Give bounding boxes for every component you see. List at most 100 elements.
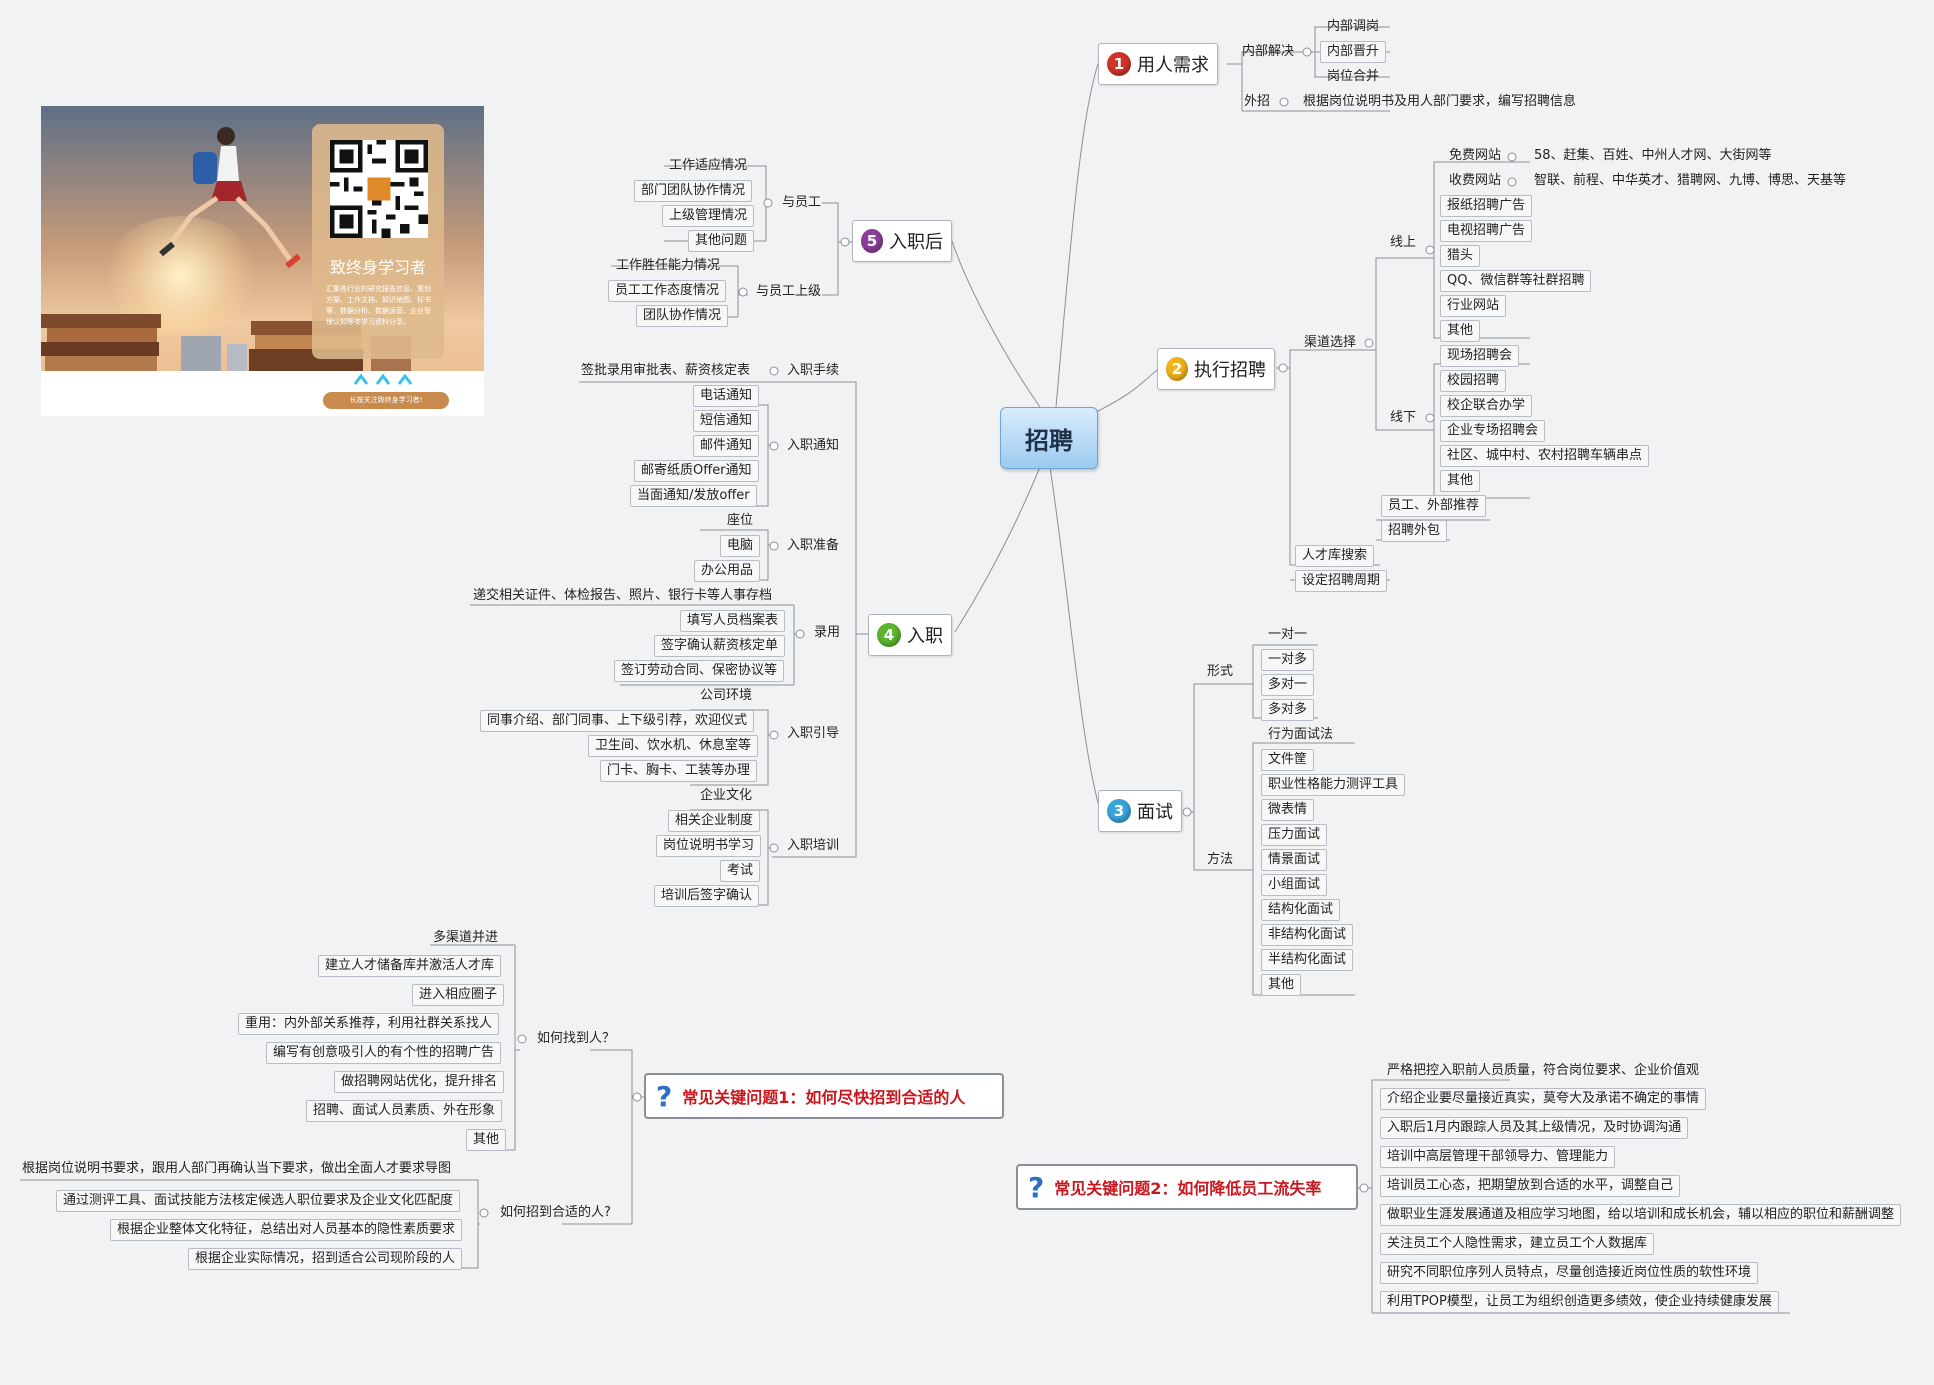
training-item[interactable]: 培训后签字确认 [654, 885, 760, 907]
find-item[interactable]: 多渠道并进 [433, 930, 499, 945]
method-item[interactable]: 半结构化面试 [1261, 949, 1354, 971]
training-item[interactable]: 岗位说明书学习 [656, 835, 762, 857]
offline-item[interactable]: 现场招聘会 [1440, 345, 1520, 367]
after-staff[interactable]: 与员工 [782, 195, 822, 210]
online-item[interactable]: 报纸招聘广告 [1440, 195, 1533, 217]
notice-item[interactable]: 短信通知 [693, 410, 760, 432]
branch-execute[interactable]: 2 执行招聘 [1157, 348, 1275, 390]
method-item[interactable]: 其他 [1261, 974, 1302, 996]
staff-item[interactable]: 部门团队协作情况 [634, 180, 753, 202]
online-item[interactable]: QQ、微信群等社群招聘 [1440, 270, 1592, 292]
method-item[interactable]: 情景面试 [1261, 849, 1328, 871]
interview-method[interactable]: 方法 [1207, 852, 1234, 867]
q2-item[interactable]: 关注员工个人隐性需求，建立员工个人数据库 [1380, 1233, 1655, 1255]
exec-referral[interactable]: 员工、外部推荐 [1381, 495, 1487, 517]
method-item[interactable]: 结构化面试 [1261, 899, 1341, 921]
question-1[interactable]: ? 常见关键问题1：如何尽快招到合适的人 [644, 1073, 1004, 1119]
q2-item[interactable]: 利用TPOP模型，让员工为组织创造更多绩效，使企业持续健康发展 [1380, 1291, 1779, 1313]
fit-item[interactable]: 根据企业实际情况，招到适合公司现阶段的人 [188, 1248, 463, 1270]
find-item[interactable]: 进入相应圈子 [412, 984, 505, 1006]
hire-item[interactable]: 填写人员档案表 [680, 610, 786, 632]
qr-code[interactable] [330, 140, 428, 238]
need-item[interactable]: 岗位合并 [1327, 69, 1380, 84]
fit-item[interactable]: 根据岗位说明书要求，跟用人部门再确认当下要求，做出全面人才要求导图 [22, 1161, 452, 1176]
hire-item[interactable]: 签订劳动合同、保密协议等 [614, 660, 785, 682]
boss-item[interactable]: 员工工作态度情况 [608, 280, 727, 302]
find-item[interactable]: 其他 [466, 1129, 507, 1151]
notice-item[interactable]: 电话通知 [693, 385, 760, 407]
prepare-item[interactable]: 电脑 [720, 535, 761, 557]
guide-item[interactable]: 卫生间、饮水机、休息室等 [588, 735, 759, 757]
branch-after[interactable]: 5 入职后 [852, 220, 952, 262]
need-internal[interactable]: 内部解决 [1242, 44, 1295, 59]
find-item[interactable]: 做招聘网站优化，提升排名 [334, 1071, 505, 1093]
method-item[interactable]: 微表情 [1261, 799, 1315, 821]
method-item[interactable]: 压力面试 [1261, 824, 1328, 846]
method-item[interactable]: 行为面试法 [1268, 727, 1334, 742]
after-boss[interactable]: 与员工上级 [756, 284, 822, 299]
branch-onboard[interactable]: 4 入职 [868, 614, 952, 656]
q2-item[interactable]: 做职业生涯发展通道及相应学习地图，给以培训和成长机会，辅以相应的职位和薪酬调整 [1380, 1204, 1902, 1226]
q1-find[interactable]: 如何找到人？ [537, 1031, 616, 1046]
staff-item[interactable]: 上级管理情况 [662, 205, 755, 227]
online-item[interactable]: 收费网站 [1449, 173, 1502, 188]
exec-offline[interactable]: 线下 [1390, 410, 1417, 425]
notice-item[interactable]: 当面通知/发放offer [630, 485, 757, 507]
offline-item[interactable]: 校企联合办学 [1440, 395, 1533, 417]
form-item[interactable]: 多对一 [1261, 674, 1315, 696]
q2-item[interactable]: 培训中高层管理干部领导力、管理能力 [1380, 1146, 1616, 1168]
method-item[interactable]: 职业性格能力测评工具 [1261, 774, 1406, 796]
central-topic[interactable]: 招聘 [1000, 407, 1098, 469]
offline-item[interactable]: 企业专场招聘会 [1440, 420, 1546, 442]
hire-item[interactable]: 递交相关证件、体检报告、照片、银行卡等人事存档 [473, 588, 773, 603]
exec-talent-search[interactable]: 人才库搜索 [1295, 545, 1375, 567]
q1-fit[interactable]: 如何招到合适的人? [500, 1205, 611, 1220]
form-item[interactable]: 一对一 [1268, 627, 1308, 642]
fit-item[interactable]: 根据企业整体文化特征，总结出对人员基本的隐性素质要求 [110, 1219, 463, 1241]
boss-item[interactable]: 工作胜任能力情况 [616, 258, 721, 273]
find-item[interactable]: 编写有创意吸引人的有个性的招聘广告 [266, 1042, 502, 1064]
offline-item[interactable]: 社区、城中村、农村招聘车辆串点 [1440, 445, 1650, 467]
form-item[interactable]: 一对多 [1261, 649, 1315, 671]
exec-cycle[interactable]: 设定招聘周期 [1295, 570, 1388, 592]
procedures-item[interactable]: 签批录用审批表、薪资核定表 [581, 363, 751, 378]
exec-online[interactable]: 线上 [1390, 235, 1417, 250]
need-external-item[interactable]: 根据岗位说明书及用人部门要求，编写招聘信息 [1303, 94, 1577, 109]
onboard-notice[interactable]: 入职通知 [787, 438, 840, 453]
staff-item[interactable]: 工作适应情况 [669, 158, 748, 173]
exec-outsourcing[interactable]: 招聘外包 [1381, 520, 1448, 542]
notice-item[interactable]: 邮件通知 [693, 435, 760, 457]
need-item[interactable]: 内部晋升 [1320, 41, 1387, 63]
online-item[interactable]: 免费网站 [1449, 148, 1502, 163]
online-item[interactable]: 其他 [1440, 320, 1481, 342]
branch-need[interactable]: 1 用人需求 [1098, 43, 1218, 85]
find-item[interactable]: 重用：内外部关系推荐，利用社群关系找人 [238, 1013, 500, 1035]
notice-item[interactable]: 邮寄纸质Offer通知 [634, 460, 759, 482]
onboard-prepare[interactable]: 入职准备 [787, 538, 840, 553]
guide-item[interactable]: 公司环境 [700, 688, 753, 703]
prepare-item[interactable]: 办公用品 [694, 560, 761, 582]
need-item[interactable]: 内部调岗 [1327, 19, 1380, 34]
onboard-training[interactable]: 入职培训 [787, 838, 840, 853]
q2-item[interactable]: 入职后1月内跟踪人员及其上级情况，及时协调沟通 [1380, 1117, 1689, 1139]
q2-item[interactable]: 介绍企业要尽量接近真实，莫夸大及承诺不确定的事情 [1380, 1088, 1707, 1110]
method-item[interactable]: 非结构化面试 [1261, 924, 1354, 946]
training-item[interactable]: 考试 [720, 860, 761, 882]
method-item[interactable]: 小组面试 [1261, 874, 1328, 896]
find-item[interactable]: 招聘、面试人员素质、外在形象 [306, 1100, 503, 1122]
online-item[interactable]: 行业网站 [1440, 295, 1507, 317]
q2-item[interactable]: 培训员工心态，把期望放到合适的水平，调整自己 [1380, 1175, 1681, 1197]
fit-item[interactable]: 通过测评工具、面试技能方法核定候选人职位要求及企业文化匹配度 [56, 1190, 461, 1212]
staff-item[interactable]: 其他问题 [688, 230, 755, 252]
training-item[interactable]: 企业文化 [700, 788, 753, 803]
offline-item[interactable]: 校园招聘 [1440, 370, 1507, 392]
question-2[interactable]: ? 常见关键问题2：如何降低员工流失率 [1016, 1164, 1358, 1210]
onboard-guide[interactable]: 入职引导 [787, 726, 840, 741]
hire-item[interactable]: 签字确认薪资核定单 [654, 635, 786, 657]
paid-sites[interactable]: 智联、前程、中华英才、猎聘网、九博、博思、天基等 [1534, 173, 1847, 188]
exec-channel[interactable]: 渠道选择 [1304, 335, 1357, 350]
interview-form[interactable]: 形式 [1207, 664, 1234, 679]
online-item[interactable]: 电视招聘广告 [1440, 220, 1533, 242]
need-external[interactable]: 外招 [1244, 94, 1271, 109]
guide-item[interactable]: 同事介绍、部门同事、上下级引荐，欢迎仪式 [480, 710, 755, 732]
